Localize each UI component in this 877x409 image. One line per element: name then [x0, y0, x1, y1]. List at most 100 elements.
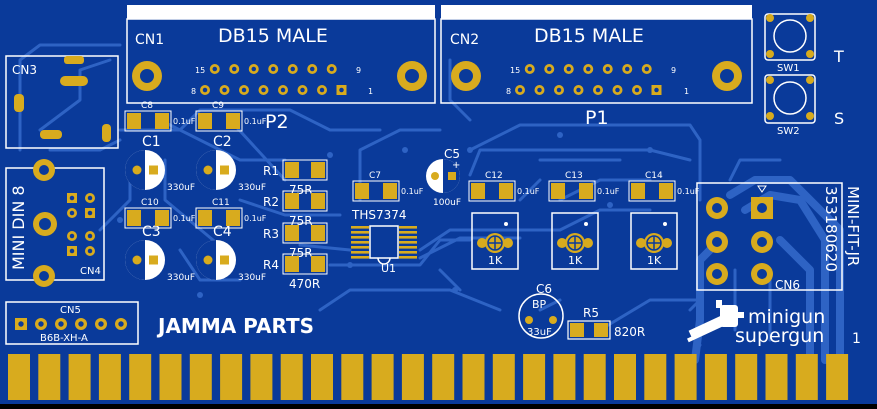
edge-finger — [765, 354, 788, 400]
u1-pad — [351, 231, 369, 234]
cn2-ref: CN2 — [450, 32, 479, 48]
cn1-pin8-label: 8 — [191, 87, 196, 96]
capacitor-c7: C70.1uF — [352, 171, 424, 202]
cn5-part: B6B-XH-A — [40, 333, 88, 344]
board-title: JAMMA PARTS — [156, 314, 314, 338]
c13-ref: C13 — [565, 171, 583, 181]
sw2-actuator — [773, 81, 807, 115]
u1-part: THS7374 — [351, 208, 407, 222]
edge-finger — [432, 354, 455, 400]
r4-ref: R4 — [263, 258, 279, 272]
logo-line1: minigun — [748, 306, 825, 328]
cn1-designator: P2 — [265, 111, 289, 133]
cn2-pin8-label: 8 — [506, 87, 511, 96]
c14-ref: C14 — [645, 171, 663, 181]
capacitor-c9: C90.1uF — [195, 101, 267, 132]
edge-finger — [68, 354, 91, 400]
cn2-designator: P1 — [585, 107, 609, 129]
edge-finger — [220, 354, 243, 400]
sw1-label: T — [833, 47, 844, 66]
cn6-part: 353180620 — [822, 186, 840, 272]
u1-pad — [351, 251, 369, 254]
connector-cn6: CN6 MINI-FIT-JR 353180620 — [696, 182, 862, 292]
cn2-top-bar — [441, 5, 752, 19]
switch-sw1: SW1 T — [764, 13, 844, 74]
edge-connector — [8, 354, 849, 400]
cn6-title: MINI-FIT-JR — [844, 186, 862, 266]
c9-ref: C9 — [212, 101, 224, 111]
u1-pad — [399, 226, 417, 229]
edge-finger — [401, 354, 424, 400]
connector-cn3: CN3 — [5, 55, 119, 149]
u1-pad — [399, 231, 417, 234]
edge-finger — [38, 354, 61, 400]
u1-pad — [399, 251, 417, 254]
r3-ref: R3 — [263, 227, 279, 241]
trimpot-p3: 1K — [630, 212, 678, 270]
p2-value: 1K — [568, 254, 583, 267]
c8-value: 0.1uF — [173, 117, 196, 126]
cn2-pin15-label: 15 — [510, 66, 520, 75]
c2-ref: C2 — [213, 134, 232, 150]
sw2-label: S — [834, 109, 844, 128]
trimpot-p2: 1K — [551, 212, 599, 270]
edge-finger — [8, 354, 30, 400]
c2-value: 330uF — [238, 183, 266, 193]
edge-finger — [280, 354, 303, 400]
trimpots: 1K 1K 1K — [471, 212, 678, 270]
c10-ref: C10 — [141, 198, 159, 208]
capacitor-c6: C6 BP 33uF — [518, 282, 564, 339]
c5-ref: C5 — [444, 147, 460, 161]
edge-finger — [371, 354, 394, 400]
cn1-top-bar — [127, 5, 435, 19]
cn2-title: DB15 MALE — [534, 25, 644, 47]
cn3-ref: CN3 — [12, 63, 37, 77]
c13-value: 0.1uF — [597, 187, 620, 196]
trimpot-p1: 1K — [471, 212, 519, 270]
c8-ref: C8 — [141, 101, 153, 111]
r2-value: 75R — [289, 214, 313, 228]
minigun-logo: minigun supergun 1 — [687, 300, 861, 347]
cn1-pin1-label: 1 — [368, 87, 373, 96]
p1-value: 1K — [488, 254, 503, 267]
r1-ref: R1 — [263, 164, 279, 178]
u1-pad — [399, 241, 417, 244]
edge-finger — [250, 354, 273, 400]
cn1-pins — [200, 64, 347, 95]
r5-value: 820R — [614, 325, 645, 339]
u1-pad — [399, 246, 417, 249]
edge-finger — [614, 354, 636, 400]
sw1-ref: SW1 — [777, 63, 800, 74]
c3-plus: + — [153, 243, 161, 254]
u1-pads — [351, 226, 417, 259]
edge-finger — [189, 354, 212, 400]
c6-value: 33uF — [527, 327, 552, 338]
c7-ref: C7 — [369, 171, 381, 181]
c4-ref: C4 — [213, 224, 232, 240]
edge-finger — [523, 354, 546, 400]
cn1-pin9-label: 9 — [356, 66, 361, 75]
edge-finger — [674, 354, 697, 400]
sw1-actuator — [773, 19, 807, 53]
edge-finger — [735, 354, 758, 400]
edge-finger — [98, 354, 121, 400]
edge-finger — [795, 354, 818, 400]
cn6-ref: CN6 — [775, 278, 800, 292]
u1-pad — [399, 256, 417, 259]
u1-ref: U1 — [381, 262, 396, 275]
c11-ref: C11 — [212, 198, 230, 208]
capacitor-c3: C3+330uF — [125, 224, 195, 283]
c1-plus: + — [153, 153, 161, 164]
edge-finger — [826, 354, 849, 400]
u1-pad — [351, 246, 369, 249]
cn4-pins — [67, 193, 95, 256]
edge-finger — [704, 354, 727, 400]
ic-u1: THS7374 U1 — [351, 208, 417, 275]
